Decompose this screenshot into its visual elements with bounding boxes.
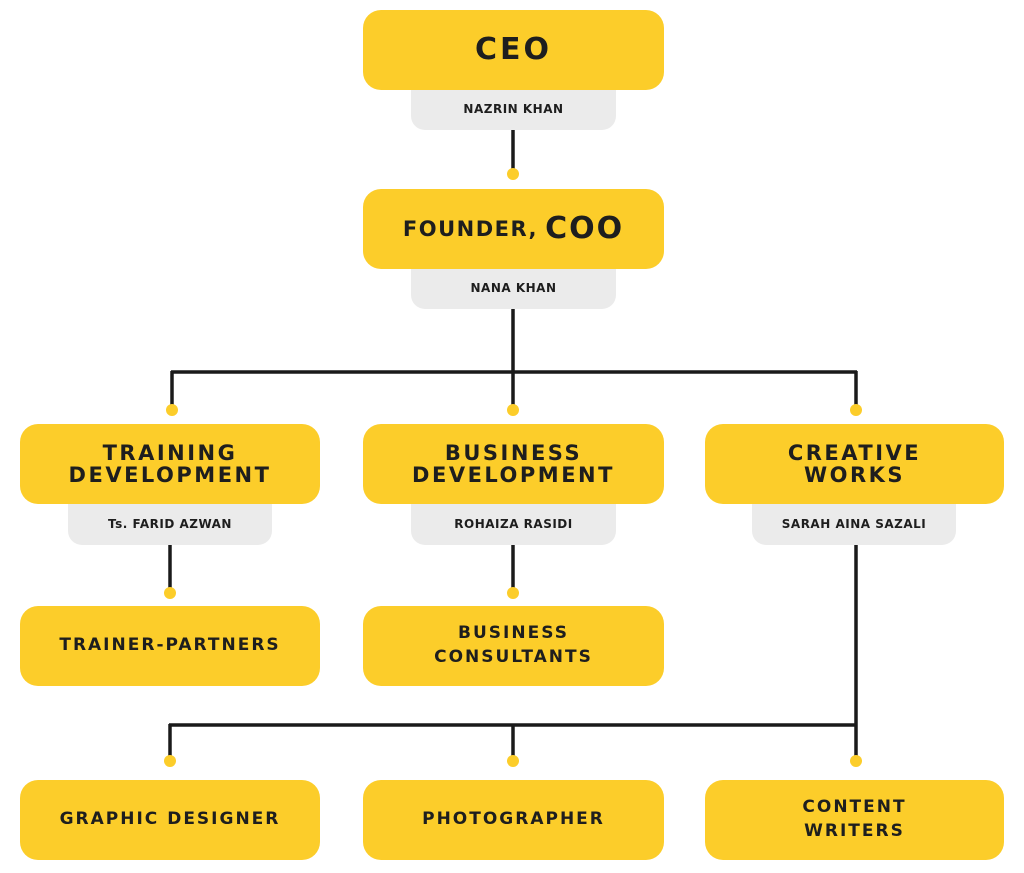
ceo-title: CEO [474,32,552,68]
dept-training-development: TRAINING DEVELOPMENT [20,424,320,504]
connector-dot [164,755,176,767]
unit-label-line1: BUSINESS [458,623,569,644]
unit-label: GRAPHIC DESIGNER [59,809,281,830]
connector-dot [507,755,519,767]
unit-label: TRAINER-PARTNERS [59,635,281,656]
coo-name: NANA KHAN [470,281,557,295]
dept-title-line1: CREATIVE [787,440,922,465]
connector-dot [166,404,178,416]
unit-content-writers: CONTENT WRITERS [705,780,1004,860]
connector-dot [507,168,519,180]
dept-title-line1: BUSINESS [444,440,583,465]
dept-head-name: Ts. FARID AZWAN [108,516,232,531]
coo-title-prefix: FOUNDER, [402,216,539,241]
dept-title-line2: DEVELOPMENT [68,463,272,487]
dept-creative-works: CREATIVE WORKS [705,424,1004,504]
unit-business-consultants: BUSINESS CONSULTANTS [363,606,664,686]
dept-head-name: SARAH AINA SAZALI [781,516,927,531]
unit-label: PHOTOGRAPHER [422,809,605,830]
unit-graphic-designer: GRAPHIC DESIGNER [20,780,320,860]
ceo-box: CEO [363,10,664,90]
dept-title-line2: WORKS [803,463,906,487]
connector-dot [507,404,519,416]
dept-creative-name-tab: SARAH AINA SAZALI [752,502,956,545]
dept-business-name-tab: ROHAIZA RASIDI [411,502,616,545]
unit-label-line2: WRITERS [804,821,905,841]
ceo-name-tab: NAZRIN KHAN [411,88,616,130]
connector-dot [507,587,519,599]
unit-label-line1: CONTENT [802,797,907,818]
dept-training-name-tab: Ts. FARID AZWAN [68,502,272,545]
dept-title-line1: TRAINING [102,440,238,465]
connector-dot [850,755,862,767]
dept-business-development: BUSINESS DEVELOPMENT [363,424,664,504]
unit-photographer: PHOTOGRAPHER [363,780,664,860]
coo-title-main: COO [545,211,625,247]
coo-box: FOUNDER, COO [363,189,664,269]
coo-name-tab: NANA KHAN [411,267,616,309]
dept-title-line2: DEVELOPMENT [412,463,615,487]
connector-dot [850,404,862,416]
ceo-name: NAZRIN KHAN [463,102,564,116]
connector-dot [164,587,176,599]
unit-trainer-partners: TRAINER-PARTNERS [20,606,320,686]
dept-head-name: ROHAIZA RASIDI [454,516,573,531]
unit-label-line2: CONSULTANTS [434,647,593,667]
